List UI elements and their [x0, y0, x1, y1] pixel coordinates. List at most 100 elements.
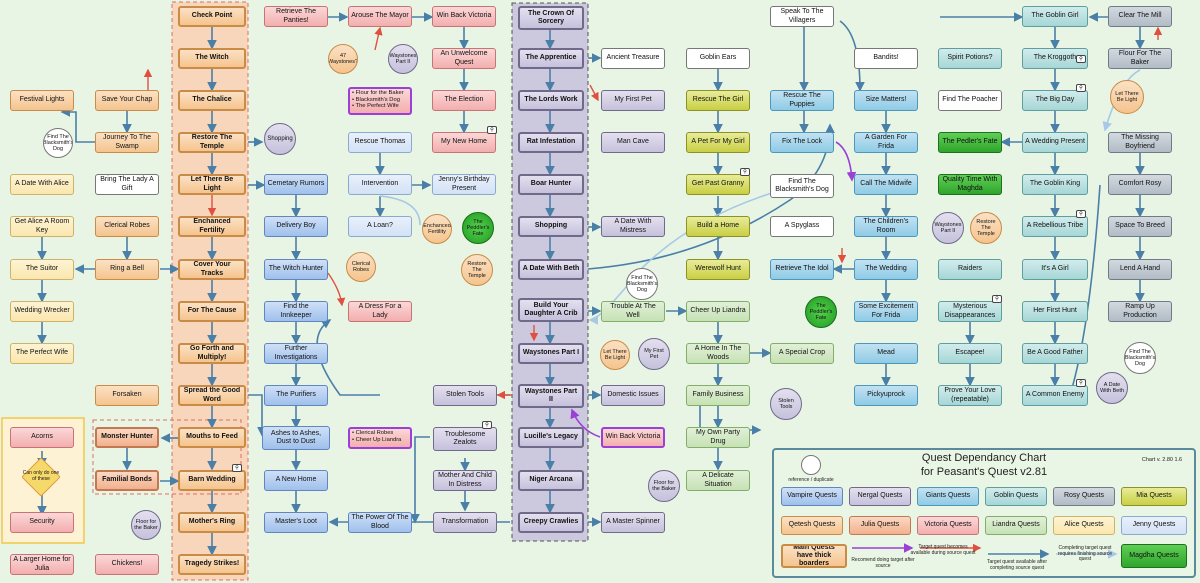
quest-power-of-blood[interactable]: The Power Of The Blood — [348, 512, 412, 533]
quest-a-date-with-beth[interactable]: A Date With Beth — [518, 259, 584, 280]
ref-my-first-pet[interactable]: My First Pet — [638, 338, 670, 370]
quest-goblin-girl[interactable]: The Goblin Girl — [1022, 6, 1088, 27]
quest-mother-child-distress[interactable]: Mother And Child In Distress — [433, 470, 497, 491]
quest-tragedy-strikes[interactable]: Tragedy Strikes! — [178, 554, 246, 575]
quest-creepy-crawlies[interactable]: Creepy Crawlies — [518, 512, 584, 533]
quest-pet-for-my-girl[interactable]: A Pet For My Girl — [686, 132, 750, 153]
quest-comfort-rosy[interactable]: Comfort Rosy — [1108, 174, 1172, 195]
quest-domestic-issues[interactable]: Domestic Issues — [601, 385, 665, 406]
quest-larger-home-julia[interactable]: A Larger Home for Julia — [10, 554, 74, 575]
quest-the-witch-hunter[interactable]: The Witch Hunter — [264, 259, 328, 280]
quest-rat-infestation[interactable]: Rat Infestation — [518, 132, 584, 153]
ref-waystones-part-2b[interactable]: Waystones Part II — [932, 212, 964, 244]
list-clerical-cheer[interactable]: • Clerical Robes • Cheer Up Liandra — [348, 427, 412, 449]
quest-delicate-situation[interactable]: A Delicate Situation — [686, 470, 750, 491]
ref-waystones-part-2[interactable]: Waystones Part II — [388, 44, 418, 74]
quest-wedding-wrecker[interactable]: Wedding Wrecker — [10, 301, 74, 322]
ref-shopping[interactable]: Shopping — [264, 123, 296, 155]
quest-size-matters[interactable]: Size Matters! — [854, 90, 918, 111]
ref-let-there-be-light[interactable]: Let There Be Light — [600, 340, 630, 370]
quest-familial-bonds[interactable]: Familial Bonds — [95, 470, 159, 491]
ref-peddlers-fate-2[interactable]: The Peddler's Fate — [462, 212, 494, 244]
quest-lucilles-legacy[interactable]: Lucille's Legacy — [518, 427, 584, 448]
quest-party-drug[interactable]: My Own Party Drug — [686, 427, 750, 448]
quest-niger-arcana[interactable]: Niger Arcana — [518, 470, 584, 491]
quest-let-there-be-light[interactable]: Let There Be Light — [178, 174, 246, 195]
quest-man-cave[interactable]: Man Cave — [601, 132, 665, 153]
quest-prove-your-love[interactable]: Prove Your Love (repeatable) — [938, 385, 1002, 406]
quest-special-crop[interactable]: A Special Crop — [770, 343, 834, 364]
quest-get-past-granny[interactable]: Get Past Granny — [686, 174, 750, 195]
quest-date-with-mistress[interactable]: A Date With Mistress — [601, 216, 665, 237]
quest-the-witch[interactable]: The Witch — [178, 48, 246, 69]
quest-childrens-room[interactable]: The Children's Room — [854, 216, 918, 237]
quest-cheer-up-liandra[interactable]: Cheer Up Liandra — [686, 301, 750, 322]
quest-good-father[interactable]: Be A Good Father — [1022, 343, 1088, 364]
quest-spirit-potions[interactable]: Spirit Potions? — [938, 48, 1002, 69]
quest-troublesome-zealots[interactable]: Troublesome Zealots — [433, 427, 497, 451]
quest-the-chalice[interactable]: The Chalice — [178, 90, 246, 111]
quest-crown-of-sorcery[interactable]: The Crown Of Sorcery — [518, 6, 584, 30]
quest-for-the-cause[interactable]: For The Cause — [178, 301, 246, 322]
ref-floor-for-baker-2[interactable]: Floor for the Baker — [648, 470, 680, 502]
quest-rebellious-tribe[interactable]: A Rebellious Tribe — [1022, 216, 1088, 237]
quest-waystones-part-2[interactable]: Waystones Part II — [518, 384, 584, 408]
quest-quality-time-maghda[interactable]: Quality Time With Maghda — [938, 174, 1002, 195]
quest-missing-boyfriend[interactable]: The Missing Boyfriend — [1108, 132, 1172, 153]
quest-my-new-home[interactable]: My New Home — [432, 132, 496, 153]
quest-ring-a-bell[interactable]: Ring a Bell — [95, 259, 159, 280]
quest-delivery-boy[interactable]: Delivery Boy — [264, 216, 328, 237]
quest-goblin-ears[interactable]: Goblin Ears — [686, 48, 750, 69]
quest-win-back-victoria[interactable]: Win Back Victoria — [432, 6, 496, 27]
quest-master-spinner[interactable]: A Master Spinner — [601, 512, 665, 533]
quest-transformation[interactable]: Transformation — [433, 512, 497, 533]
quest-arouse-mayor[interactable]: Arouse The Mayor — [348, 6, 412, 27]
quest-shopping[interactable]: Shopping — [518, 216, 584, 237]
quest-waystones-part-1[interactable]: Waystones Part I — [518, 343, 584, 364]
quest-ramp-up-production[interactable]: Ramp Up Production — [1108, 301, 1172, 322]
list-flour-blacksmith-wife[interactable]: • Flour for the Baker • Blacksmith's Dog… — [348, 87, 412, 115]
quest-mothers-ring[interactable]: Mother's Ring — [178, 512, 246, 533]
quest-barn-wedding[interactable]: Barn Wedding — [178, 470, 246, 491]
quest-family-business[interactable]: Family Business — [686, 385, 750, 406]
quest-unwelcome-guest[interactable]: An Unwelcome Quest — [432, 48, 496, 69]
quest-further-investigations[interactable]: Further Investigations — [264, 343, 328, 364]
quest-call-the-midwife[interactable]: Call The Midwife — [854, 174, 918, 195]
ref-floor-for-baker[interactable]: Floor for the Baker — [131, 510, 161, 540]
quest-bandits[interactable]: Bandits! — [854, 48, 918, 69]
quest-cover-your-tracks[interactable]: Cover Your Tracks — [178, 259, 246, 280]
quest-rescue-thomas[interactable]: Rescue Thomas — [348, 132, 412, 153]
quest-a-new-home[interactable]: A New Home — [264, 470, 328, 491]
quest-a-loan[interactable]: A Loan? — [348, 216, 412, 237]
quest-chickens[interactable]: Chickens! — [95, 554, 159, 575]
quest-garden-for-frida[interactable]: A Garden For Frida — [854, 132, 918, 153]
quest-trouble-at-well[interactable]: Trouble At The Well — [601, 301, 665, 322]
ref-47-waystones[interactable]: 47 Waystones? — [328, 44, 358, 74]
quest-monster-hunter[interactable]: Monster Hunter — [95, 427, 159, 448]
quest-find-the-innkeeper[interactable]: Find the Innkeeper — [264, 301, 328, 322]
quest-clear-the-mill[interactable]: Clear The Mill — [1108, 6, 1172, 27]
quest-spread-the-good-word[interactable]: Spread the Good Word — [178, 385, 246, 406]
quest-stolen-tools[interactable]: Stolen Tools — [433, 385, 497, 406]
quest-her-first-hunt[interactable]: Her First Hunt — [1022, 301, 1088, 322]
quest-rescue-the-puppies[interactable]: Rescue The Puppies — [770, 90, 834, 111]
quest-acorns[interactable]: Acorns — [10, 427, 74, 448]
quest-win-back-victoria-2[interactable]: Win Back Victoria — [601, 427, 665, 448]
quest-restore-the-temple[interactable]: Restore The Temple — [178, 132, 246, 153]
quest-the-purifiers[interactable]: The Purifiers — [264, 385, 328, 406]
quest-alice-room-key[interactable]: Get Alice A Room Key — [10, 216, 74, 237]
quest-speak-to-villagers[interactable]: Speak To The Villagers — [770, 6, 834, 27]
quest-common-enemy[interactable]: A Common Enemy — [1022, 385, 1088, 406]
ref-let-there-be-light-2[interactable]: Let There Be Light — [1110, 80, 1144, 114]
quest-a-spyglass[interactable]: A Spyglass — [770, 216, 834, 237]
ref-find-blacksmiths-dog[interactable]: Find The Blacksmith's Dog — [43, 128, 73, 158]
quest-flour-for-baker[interactable]: Flour For The Baker — [1108, 48, 1172, 69]
quest-check-point[interactable]: Check Point — [178, 6, 246, 27]
quest-clerical-robes[interactable]: Clerical Robes — [95, 216, 159, 237]
quest-dress-for-lady[interactable]: A Dress For a Lady — [348, 301, 412, 322]
quest-forsaken[interactable]: Forsaken — [95, 385, 159, 406]
quest-ancient-treasure[interactable]: Ancient Treasure — [601, 48, 665, 69]
quest-save-your-chap[interactable]: Save Your Chap — [95, 90, 159, 111]
quest-cemetary-rumors[interactable]: Cemetary Rumors — [264, 174, 328, 195]
quest-festival-lights[interactable]: Festival Lights — [10, 90, 74, 111]
